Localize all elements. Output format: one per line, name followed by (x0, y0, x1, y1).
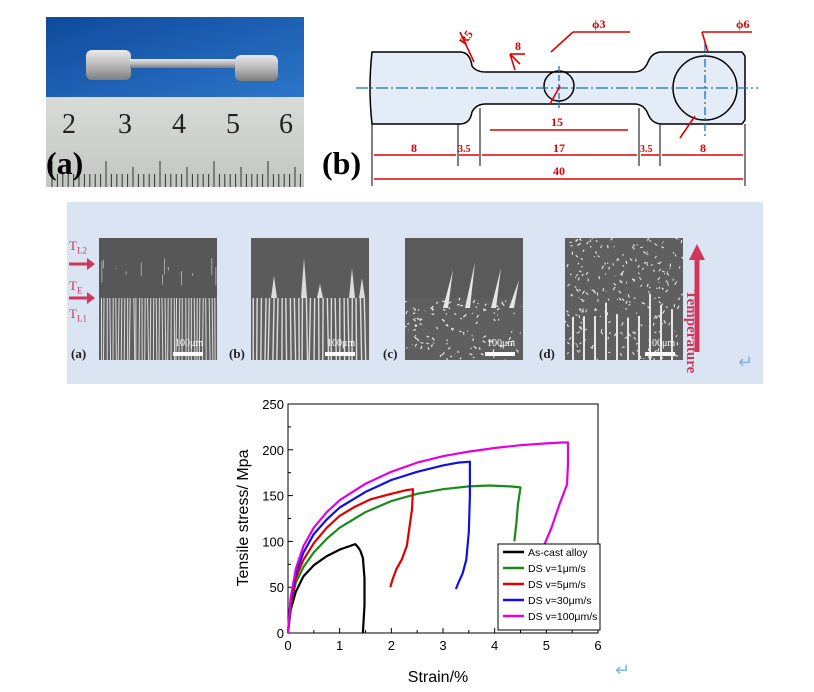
dim-8-right: 8 (700, 141, 706, 155)
micrograph-label-c: (c) (383, 346, 398, 361)
scale-label: 100μm (647, 338, 676, 349)
micrograph-label-d: (d) (539, 346, 555, 361)
dim-40: 40 (553, 164, 565, 178)
legend-label: As-cast alloy (528, 547, 588, 559)
micrograph-b-image (251, 238, 369, 360)
micrograph-band: TL2 TE TL1 100μm 100μm 100μm (67, 202, 763, 384)
y-tick-label: 250 (262, 397, 284, 412)
scale-bar (173, 352, 203, 356)
temp-label-te: TE (69, 278, 83, 296)
x-tick-label: 0 (284, 638, 291, 653)
ruler-number-2: 2 (62, 109, 76, 140)
specimen-gauge (130, 59, 237, 68)
micrograph-c-image (405, 238, 523, 360)
temp-arrows (69, 258, 95, 304)
dim-8-left: 8 (411, 141, 417, 155)
legend-label: DS v=1μm/s (528, 563, 586, 575)
x-tick-label: 4 (491, 638, 498, 653)
temperature-arrow (689, 244, 705, 352)
micrograph-c: 100μm (405, 238, 523, 360)
micrograph-a-image (99, 238, 217, 360)
series-line-1 (286, 543, 366, 634)
temp-label-tl2: TL2 (69, 238, 87, 256)
ruler-numbers: 2 3 4 5 6 (56, 109, 304, 149)
scale-bar (485, 352, 515, 356)
stress-strain-chart: 0 1 2 3 4 5 6 0 50 100 150 200 250 As-cast alloy DS v… (235, 397, 602, 686)
series-line-3 (286, 488, 415, 634)
chart-legend: As-cast alloy DS v=1μm/s DS v=5μm/s DS v=30… (497, 543, 601, 631)
ruler-number-6: 6 (279, 109, 293, 140)
scale-label: 100μm (327, 338, 356, 349)
legend-label: DS v=5μm/s (528, 579, 586, 591)
micrograph-label-a: (a) (71, 346, 87, 361)
chart-plot-area (286, 441, 570, 634)
series-line-4 (286, 460, 471, 634)
legend-label: DS v=30μm/s (528, 595, 592, 607)
ruler-ticks (51, 161, 301, 187)
legend-label: DS v=100μm/s (528, 611, 597, 623)
x-tick-label: 2 (388, 638, 395, 653)
y-tick-label: 0 (277, 626, 284, 641)
dim-15: 15 (551, 115, 563, 129)
series-line-2 (286, 484, 522, 634)
dim-phi3: ϕ3 (592, 17, 606, 31)
panel-label-a: (a) (46, 145, 84, 181)
extension-lines (371, 108, 746, 186)
dim-3-5-left: 3.5 (458, 144, 471, 155)
temp-label-tl1: TL1 (69, 306, 87, 324)
dim-r5: R5 (456, 28, 476, 48)
dim-3-5-right: 3.5 (640, 144, 653, 155)
x-tick-label: 5 (543, 638, 550, 653)
specimen-grip-left (86, 50, 131, 80)
specimen-photo: 2 3 4 5 6 (a) (46, 17, 304, 187)
y-tick-label: 200 (262, 443, 284, 458)
ruler-number-3: 3 (118, 109, 132, 140)
specimen-photo-image (46, 17, 304, 187)
x-tick-label: 1 (336, 638, 343, 653)
dimension-lines (374, 31, 752, 180)
ruler-number-5: 5 (226, 109, 240, 140)
y-tick-label: 50 (270, 580, 284, 595)
micrograph-d: 100μm (565, 238, 683, 360)
specimen-grip-right (235, 55, 278, 81)
scale-label: 100μm (487, 338, 516, 349)
panel-label-b: (b) (322, 145, 362, 181)
dim-17: 17 (553, 141, 565, 155)
micrograph-b: 100μm (251, 238, 369, 360)
x-tick-label: 3 (439, 638, 446, 653)
series-line-5 (286, 441, 570, 634)
x-tick-label: 6 (594, 638, 601, 653)
dim-roughness: 8 (515, 39, 521, 53)
y-tick-label: 100 (262, 534, 284, 549)
micrograph-d-image (565, 238, 683, 360)
chart-axes: 0 1 2 3 4 5 6 0 50 100 150 200 250 (262, 397, 601, 653)
micrograph-a: 100μm (99, 238, 217, 360)
return-mark: ↵ (615, 660, 631, 681)
scale-label: 100μm (175, 338, 204, 349)
scale-bar (645, 352, 675, 356)
x-axis-label: Strain/% (408, 669, 468, 686)
temperature-label: Temperature (683, 290, 699, 374)
ruler-number-4: 4 (172, 109, 186, 140)
y-tick-label: 150 (262, 489, 284, 504)
specimen-drawing: R5 ϕ3 ϕ6 8 15 8 3.5 17 3.5 8 40 (356, 17, 758, 186)
y-axis-label: Tensile stress/ Mpa (235, 449, 252, 586)
scale-bar (325, 352, 355, 356)
dim-phi6: ϕ6 (736, 17, 750, 31)
return-mark: ↵ (738, 352, 754, 373)
micrograph-label-b: (b) (229, 346, 245, 361)
